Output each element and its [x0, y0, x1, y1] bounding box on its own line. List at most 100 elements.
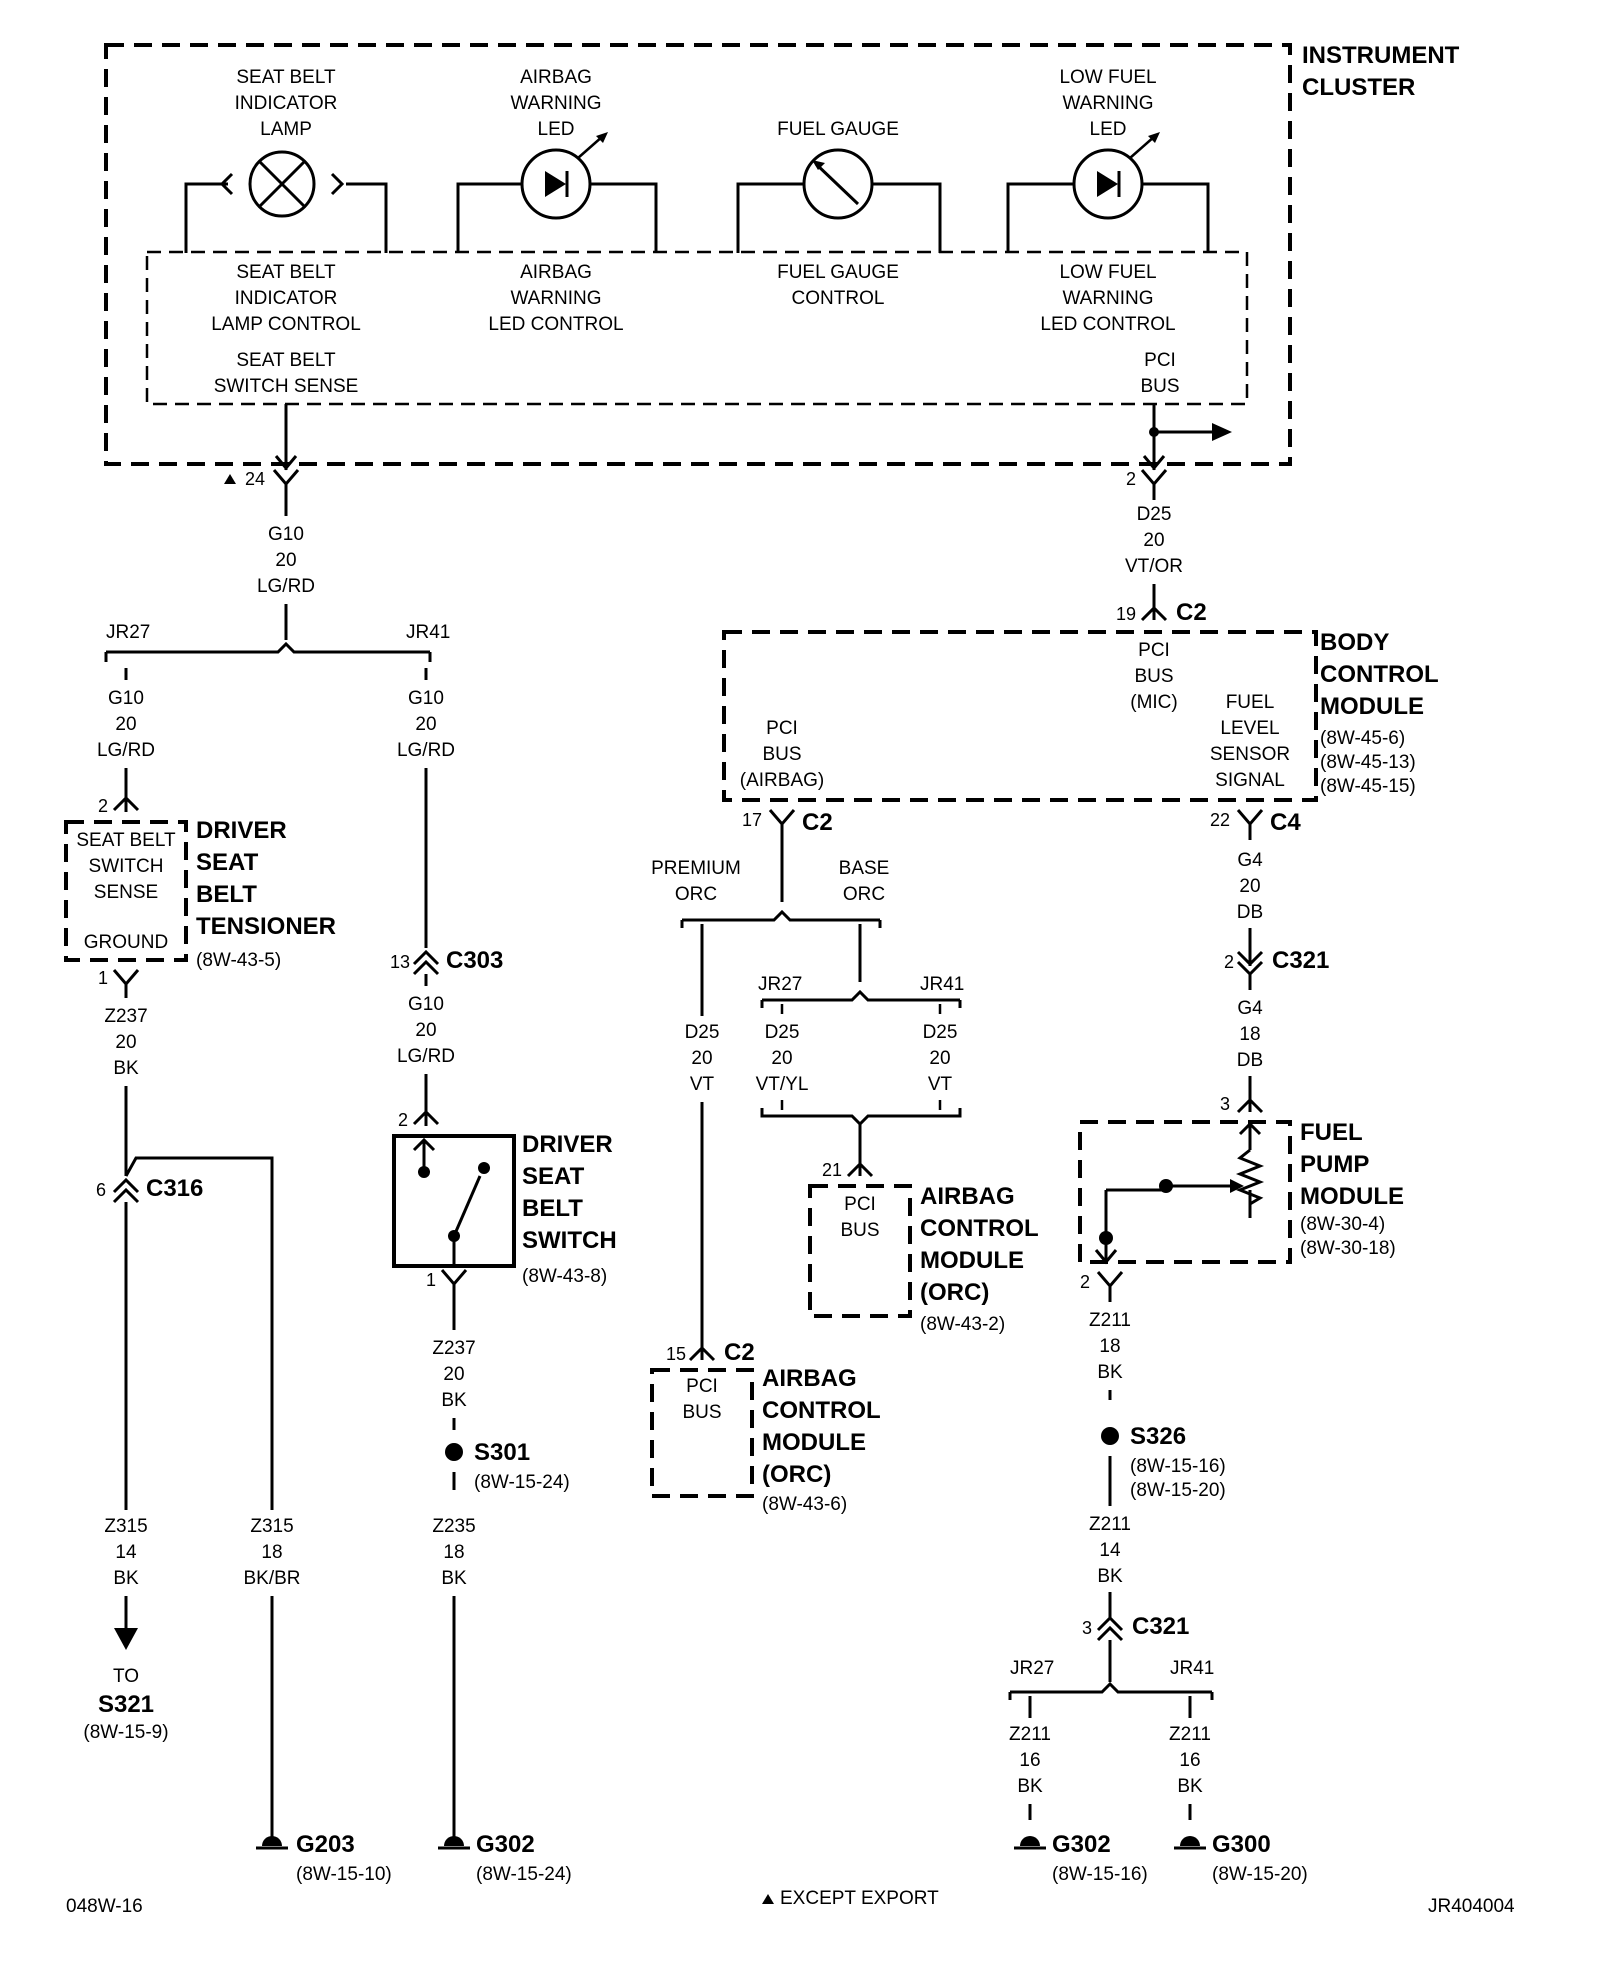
wire-code: D25: [1137, 504, 1172, 525]
tensioner-ref: (8W-43-5): [196, 950, 281, 971]
fpm-ref-1: (8W-30-4): [1300, 1214, 1385, 1235]
footer-right-code: JR404004: [1428, 1896, 1515, 1917]
lamp-label-3: LAMP: [260, 119, 312, 140]
switch-sense-1: SEAT BELT: [236, 350, 336, 371]
g300-ref: (8W-15-20): [1212, 1864, 1308, 1885]
wire-gauge: 16: [1179, 1750, 1200, 1771]
lamp-label-1: SEAT BELT: [236, 67, 336, 88]
pin-cluster-2: 2: [1126, 469, 1136, 489]
wire-code: G4: [1237, 998, 1263, 1019]
low-fuel-control-3: LED CONTROL: [1040, 314, 1175, 335]
bcm-ref-3: (8W-45-15): [1320, 776, 1416, 797]
fuel-circuit: 22 C4 G4 20 DB 2 C321 G4 18 DB 3: [1008, 809, 1404, 1885]
airbag-led-label-2: WARNING: [510, 93, 601, 114]
triangle-note-icon: [762, 1894, 774, 1904]
wire-color: BK: [113, 1058, 139, 1079]
jr41-label: JR41: [406, 622, 450, 643]
bcm-fuel-2: LEVEL: [1220, 718, 1279, 739]
wire-code: D25: [923, 1022, 958, 1043]
tensioner-title-3: BELT: [196, 881, 257, 908]
airbag-control-3: LED CONTROL: [488, 314, 623, 335]
fuel-gauge-control-1: FUEL GAUGE: [777, 262, 899, 283]
wire-code: G10: [108, 688, 144, 709]
wire-gauge: 14: [115, 1542, 137, 1563]
low-fuel-led-label-3: LED: [1090, 119, 1127, 140]
switch-ref: (8W-43-8): [522, 1266, 607, 1287]
footer: 048W-16 EXCEPT EXPORT JR404004: [66, 1888, 1515, 1917]
bcm-pci-airbag-2: BUS: [762, 744, 801, 765]
low-fuel-led-icon: [1006, 132, 1210, 253]
wire-code: D25: [685, 1022, 720, 1043]
pin-c321-3: 3: [1082, 1618, 1092, 1638]
switch-sense-2: SWITCH SENSE: [214, 376, 359, 397]
pin-fpm-2: 2: [1080, 1272, 1090, 1292]
bcm-circuit: 2 D25 20 VT/OR 19 C2 BODY CONTROL MODULE…: [650, 469, 1439, 1515]
pin-acm-21: 21: [822, 1160, 842, 1180]
tensioner-ground: GROUND: [84, 932, 168, 953]
acm-lower-inner-2: BUS: [682, 1402, 721, 1423]
wire-color: BK: [1177, 1776, 1203, 1797]
wire-gauge: 18: [1239, 1024, 1260, 1045]
cluster-pci-2: BUS: [1140, 376, 1179, 397]
wire-code: G10: [268, 524, 304, 545]
wire-code: D25: [765, 1022, 800, 1043]
g203-ref: (8W-15-10): [296, 1864, 392, 1885]
acm-lower-title-2: CONTROL: [762, 1397, 881, 1424]
wire-color: DB: [1237, 1050, 1263, 1071]
c316-label: C316: [146, 1175, 203, 1202]
wire-code: Z211: [1009, 1724, 1051, 1745]
tensioner-inner-2: SWITCH: [89, 856, 164, 877]
pin-c303-13: 13: [390, 952, 410, 972]
wire-color: LG/RD: [97, 740, 155, 761]
pin-tens-2: 2: [98, 796, 108, 816]
wire-color: LG/RD: [397, 740, 455, 761]
s301-label: S301: [474, 1439, 530, 1466]
pin-fpm-3: 3: [1220, 1094, 1230, 1114]
ground-icon: [438, 1836, 470, 1850]
wire-color: BK: [1017, 1776, 1043, 1797]
bcm-fuel-1: FUEL: [1226, 692, 1275, 713]
wire-code: G4: [1237, 850, 1263, 871]
led-icon: [456, 132, 658, 253]
fpm-title-1: FUEL: [1300, 1119, 1363, 1146]
acm-lower-ref: (8W-43-6): [762, 1494, 847, 1515]
switch-icon: [412, 1137, 490, 1266]
s326-label: S326: [1130, 1423, 1186, 1450]
resistor-icon: [1094, 1121, 1265, 1265]
wire-code: Z211: [1089, 1514, 1131, 1535]
wire-gauge: 20: [115, 714, 136, 735]
pin-acm-15: 15: [666, 1344, 686, 1364]
pin-c321-2: 2: [1224, 952, 1234, 972]
c321-bottom-label: C321: [1132, 1613, 1189, 1640]
acm-lower-title-3: MODULE: [762, 1429, 866, 1456]
c321-top-label: C321: [1272, 947, 1329, 974]
acm-c2-label: C2: [724, 1339, 755, 1366]
lamp-icon: [184, 150, 388, 253]
switch-title-4: SWITCH: [522, 1227, 617, 1254]
acm-upper-title-4: (ORC): [920, 1279, 989, 1306]
footer-note: EXCEPT EXPORT: [780, 1888, 939, 1909]
acm-lower-title-1: AIRBAG: [762, 1365, 857, 1392]
bcm-fuel-3: SENSOR: [1210, 744, 1290, 765]
switch-title-2: SEAT: [522, 1163, 585, 1190]
pin-tens-1: 1: [98, 968, 108, 988]
g302a-ref: (8W-15-24): [476, 1864, 572, 1885]
g302a-label: G302: [476, 1831, 535, 1858]
pin-c316-6: 6: [96, 1180, 106, 1200]
acm-upper-ref: (8W-43-2): [920, 1314, 1005, 1335]
fuel-gauge-control-2: CONTROL: [792, 288, 885, 309]
wire-color: LG/RD: [397, 1046, 455, 1067]
to-s321: S321: [98, 1691, 154, 1718]
bcm-c2-17-label: C2: [802, 809, 833, 836]
wire-color: BK: [1097, 1566, 1123, 1587]
jr27-fuel-label: JR27: [1010, 1658, 1054, 1679]
wire-code: Z237: [432, 1338, 475, 1359]
tensioner-title-1: DRIVER: [196, 817, 287, 844]
bcm-fuel-4: SIGNAL: [1215, 770, 1285, 791]
airbag-control-2: WARNING: [510, 288, 601, 309]
wire-color: VT/OR: [1125, 556, 1183, 577]
wire-code: Z237: [104, 1006, 147, 1027]
jr41-fuel-label: JR41: [1170, 1658, 1214, 1679]
wire-gauge: 20: [415, 714, 436, 735]
